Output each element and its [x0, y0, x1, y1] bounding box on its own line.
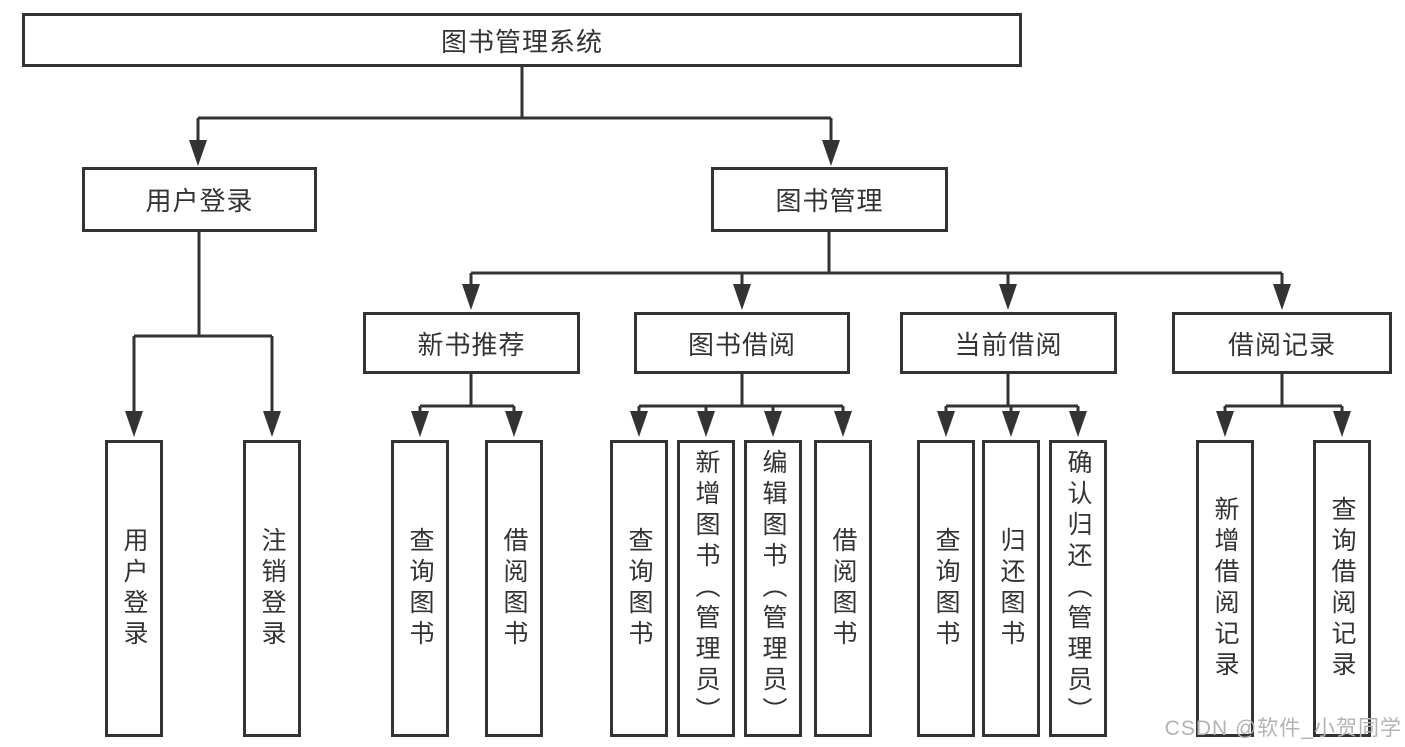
leaf-add-book-admin: 新增图书（管理员）: [677, 440, 735, 737]
node-new-book-recommendation: 新书推荐: [363, 312, 580, 374]
leaf-add-borrow-record: 新增借阅记录: [1196, 440, 1254, 737]
arrowhead-icons: [125, 140, 1351, 437]
node-user-login: 用户登录: [82, 167, 317, 232]
node-book-borrowing: 图书借阅: [634, 312, 850, 374]
leaf-edit-book-admin: 编辑图书（管理员）: [744, 440, 802, 737]
node-book-management: 图书管理: [711, 167, 948, 232]
watermark: CSDN @软件_小贺同学: [1164, 717, 1402, 740]
leaf-query-borrow-record: 查询借阅记录: [1313, 440, 1371, 737]
leaf-borrow-books-borrowing: 借阅图书: [814, 440, 872, 737]
node-current-borrowing: 当前借阅: [900, 312, 1117, 374]
leaf-query-books-current: 查询图书: [917, 440, 975, 737]
node-borrowing-records: 借阅记录: [1172, 312, 1392, 374]
leaf-user-login: 用户登录: [105, 440, 163, 737]
leaf-query-books-recommend: 查询图书: [391, 440, 449, 737]
leaf-return-book: 归还图书: [982, 440, 1040, 737]
node-library-system: 图书管理系统: [22, 13, 1022, 67]
leaf-logout: 注销登录: [243, 440, 301, 737]
leaf-query-books-borrowing: 查询图书: [610, 440, 668, 737]
leaf-confirm-return-admin: 确认归还（管理员）: [1049, 440, 1107, 737]
leaf-borrow-books-recommend: 借阅图书: [485, 440, 543, 737]
